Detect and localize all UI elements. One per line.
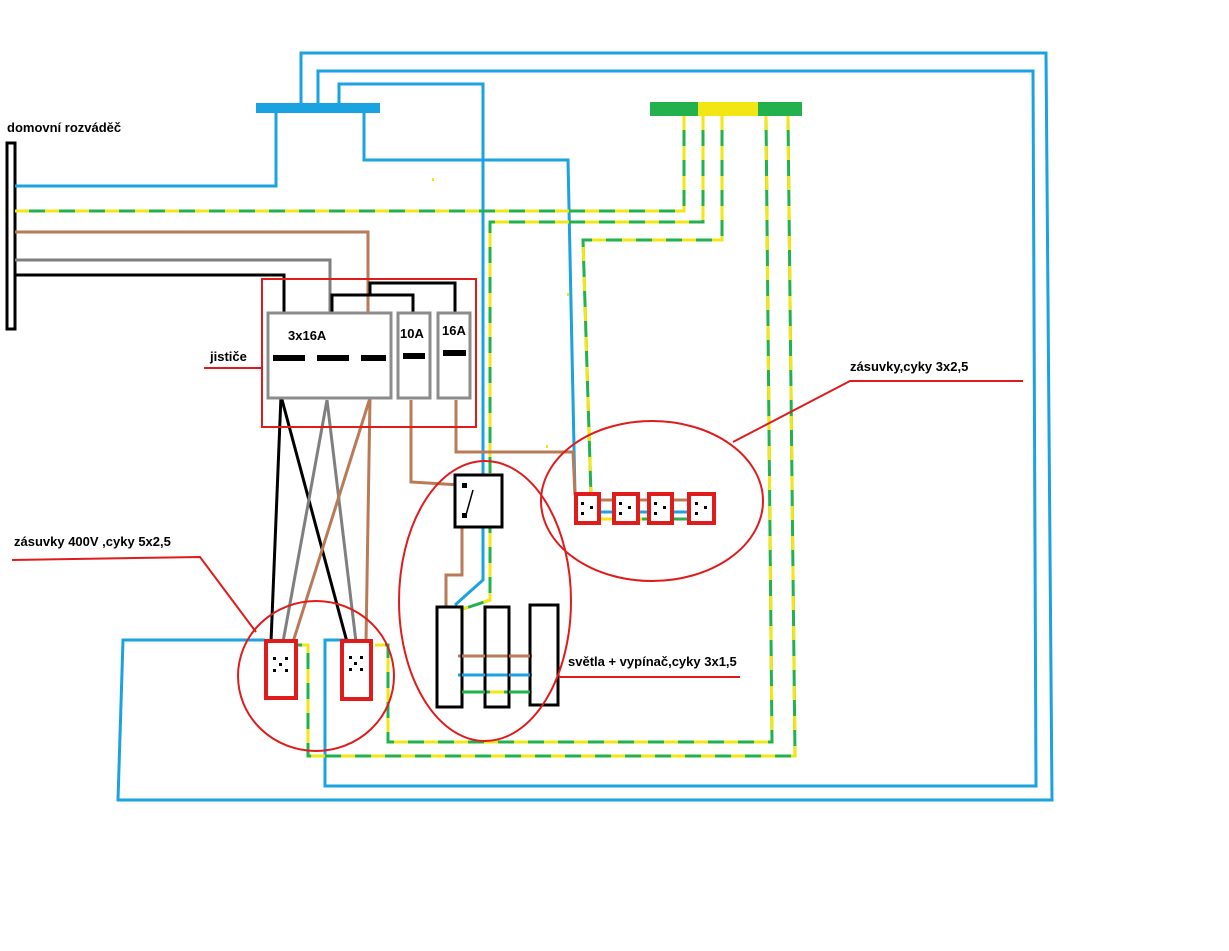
socket-1 [574, 492, 601, 525]
breaker-3x16a-label: 3x16A [288, 328, 327, 343]
panel-label: domovní rozváděč [7, 120, 121, 135]
lights-label: světla + vypínač,cyky 3x1,5 [568, 654, 737, 669]
socket-400v-2 [340, 639, 373, 701]
breaker-16a-label: 16A [442, 323, 466, 338]
breaker-16a [436, 311, 472, 400]
sockets-label: zásuvky,cyky 3x2,5 [850, 359, 968, 374]
breaker-10a-label: 10A [400, 326, 424, 341]
neutral-outer-loop-inner [316, 69, 1038, 788]
socket-2 [612, 492, 640, 525]
neutral-wires [15, 51, 1054, 802]
lights-callout [398, 460, 572, 742]
neutral-feed-wire [15, 110, 278, 188]
light-switch [453, 473, 504, 529]
socket-3 [647, 492, 674, 525]
sockets-callout [540, 420, 764, 582]
socket-4 [687, 492, 716, 525]
breaker-10a [396, 311, 432, 400]
sockets-230v [574, 492, 716, 525]
sockets-400v-callout [237, 600, 395, 752]
neutral-outer-loop-outer [116, 51, 1054, 802]
socket-400v-1 [264, 639, 298, 700]
breaker-3x16a [266, 311, 393, 400]
distribution-panel-bar [5, 141, 17, 331]
earth-bus-bar [650, 102, 802, 116]
sockets-400v-label: zásuvky 400V ,cyky 5x2,5 [14, 534, 171, 549]
breakers-enclosure [261, 278, 477, 428]
light-3 [528, 603, 560, 707]
annotations [11, 367, 1023, 752]
sockets-400v [264, 639, 373, 701]
breakers-label: jističe [209, 349, 247, 364]
phase-wires [15, 230, 700, 658]
neutral-to-lights-wire [337, 82, 485, 607]
neutral-to-sockets-wire [362, 110, 577, 496]
